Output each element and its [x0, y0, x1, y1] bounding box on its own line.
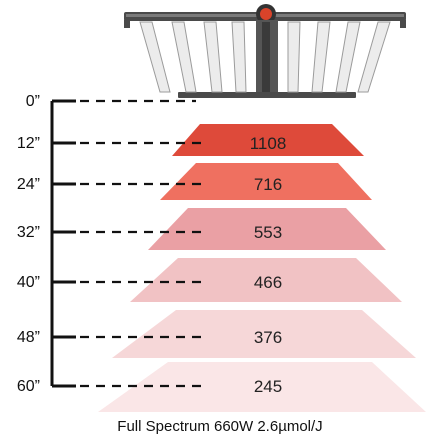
- ppfd-value-4: 466: [254, 273, 282, 292]
- height-label-3: 32”: [17, 224, 40, 241]
- ppfd-value-1: 1108: [250, 134, 287, 153]
- light-spread-area-1: [172, 124, 364, 156]
- light-spread-area-5: [112, 310, 416, 358]
- grow-light-fixture-icon: [124, 4, 406, 98]
- light-spread-area-3: [148, 208, 386, 250]
- ppfd-value-6: 245: [254, 377, 282, 396]
- height-label-6: 60”: [17, 378, 40, 395]
- ppfd-value-2: 716: [254, 175, 282, 194]
- caption: Full Spectrum 660W 2.6µmol/J: [117, 418, 323, 435]
- light-spread-area-4: [130, 258, 402, 302]
- ppfd-value-3: 553: [254, 223, 282, 242]
- height-label-5: 48”: [17, 329, 40, 346]
- height-label-0: 0”: [26, 93, 40, 110]
- height-label-1: 12”: [17, 135, 40, 152]
- height-label-2: 24”: [17, 176, 40, 193]
- ppfd-value-5: 376: [254, 328, 282, 347]
- light-spread-area-6: [98, 362, 426, 412]
- height-label-4: 40”: [17, 274, 40, 291]
- light-spread-area-2: [160, 163, 372, 200]
